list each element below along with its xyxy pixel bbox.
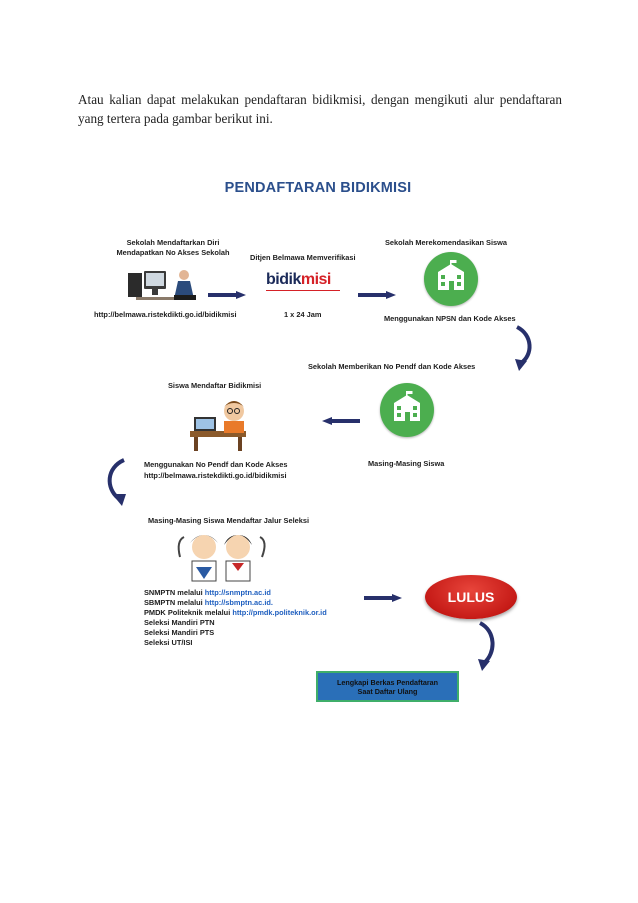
final-line1: Lengkapi Berkas Pendaftaran	[336, 677, 439, 687]
step1-line2: Mendapatkan No Akses Sekolah	[116, 247, 230, 257]
bidikmisi-logo-text: bidikmisi	[266, 271, 331, 288]
school-icon	[380, 383, 434, 437]
student-desk-icon	[190, 401, 246, 451]
step1-url: http://belmawa.ristekdikti.go.id/bidikmi…	[94, 310, 237, 319]
school-icon	[424, 252, 478, 306]
step5-note1: Menggunakan No Pendf dan Kode Akses	[144, 460, 288, 469]
intro-paragraph: Atau kalian dapat melakukan pendaftaran …	[78, 92, 562, 127]
step5-label: Siswa Mendaftar Bidikmisi	[168, 381, 262, 390]
step2-duration: 1 x 24 Jam	[284, 310, 322, 319]
logo-part2: misi	[300, 271, 332, 288]
step1-label: Sekolah Mendaftarkan Diri Mendapatkan No…	[98, 238, 248, 257]
step4-note: Masing-Masing Siswa	[368, 459, 445, 468]
computer-user-icon	[128, 270, 196, 300]
lulus-badge: LULUS	[425, 575, 517, 619]
final-step-box: Lengkapi Berkas Pendaftaran Saat Daftar …	[316, 671, 459, 702]
arrow-right-icon	[364, 594, 402, 602]
step4-label: Sekolah Memberikan No Pendf dan Kode Aks…	[308, 362, 476, 371]
seleksi-pmdk: PMDK Politeknik melalui http://pmdk.poli…	[144, 608, 327, 618]
snmptn-link[interactable]: http://snmptn.ac.id	[204, 588, 271, 597]
step3-note: Menggunakan NPSN dan Kode Akses	[384, 314, 516, 323]
logo-underline	[266, 290, 340, 291]
pmdk-prefix: PMDK Politeknik melalui	[144, 608, 233, 617]
pmdk-link[interactable]: http://pmdk.politeknik.or.id	[232, 608, 327, 617]
seleksi-mandiri-ptn: Seleksi Mandiri PTN	[144, 618, 215, 627]
step3-label: Sekolah Merekomendasikan Siswa	[385, 238, 507, 247]
seleksi-sbmptn: SBMPTN melalui http://sbmptn.ac.id.	[144, 598, 273, 608]
infographic-title: PENDAFTARAN BIDIKMISI	[224, 180, 412, 196]
students-icon	[177, 535, 266, 582]
seleksi-snmptn: SNMPTN melalui http://snmptn.ac.id	[144, 588, 271, 598]
seleksi-mandiri-pts: Seleksi Mandiri PTS	[144, 628, 215, 637]
final-line2: Saat Daftar Ulang	[357, 686, 418, 696]
step6-label: Masing-Masing Siswa Mendaftar Jalur Sele…	[148, 516, 310, 525]
sbmptn-prefix: SBMPTN melalui	[144, 598, 205, 607]
arrow-left-icon	[322, 417, 360, 425]
snmptn-prefix: SNMPTN melalui	[144, 588, 205, 597]
step2-label: Ditjen Belmawa Memverifikasi	[250, 253, 356, 262]
arrow-right-icon	[358, 291, 396, 299]
bidikmisi-logo: bidikmisi	[266, 271, 346, 291]
logo-part1: bidik	[266, 271, 301, 288]
step1-line1: Sekolah Mendaftarkan Diri	[126, 238, 220, 247]
curved-arrow-icon	[515, 325, 532, 371]
curved-arrow-icon	[478, 621, 495, 671]
seleksi-ut-isi: Seleksi UT/ISI	[144, 638, 193, 647]
arrow-right-icon	[208, 291, 246, 299]
sbmptn-link[interactable]: http://sbmptn.ac.id.	[204, 598, 273, 607]
bidikmisi-flow-infographic: PENDAFTARAN BIDIKMISI Sekolah Mendaftark…	[88, 175, 558, 705]
curved-arrow-icon	[107, 458, 126, 506]
step5-note2: http://belmawa.ristekdikti.go.id/bidikmi…	[144, 471, 287, 480]
